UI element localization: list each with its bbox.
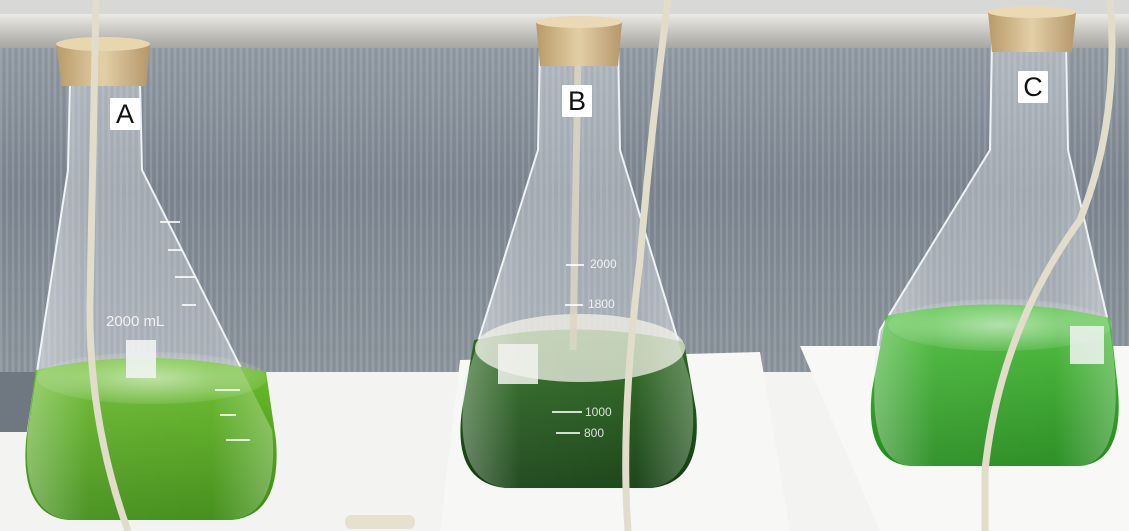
tube-stub [345, 515, 415, 529]
tubing-c [981, 0, 1116, 531]
flask-b-graduation-lines [552, 264, 584, 434]
flask-a-highlight [26, 80, 274, 520]
flask-a-label-patch [126, 340, 156, 378]
flask-b-graduation-1000: 1000 [585, 405, 612, 419]
flask-c-label-patch [1070, 326, 1104, 364]
flask-c-cork-top [988, 6, 1076, 18]
flask-b-capacity-marking: 2000 [590, 257, 617, 271]
flask-b-graduation-1800: 1800 [588, 297, 615, 311]
flask-b [460, 16, 697, 489]
flask-b-label: B [562, 85, 592, 117]
tubing-b [622, 0, 672, 531]
flask-a-graduations [160, 221, 250, 441]
flask-a-cork-top [56, 37, 150, 51]
flask-c-cork [988, 12, 1076, 52]
flask-b-cork-top [536, 16, 622, 28]
flask-c [870, 6, 1119, 467]
flask-c-label: C [1018, 71, 1048, 103]
flask-b-label-patch [498, 344, 538, 384]
tubing-a [86, 0, 132, 531]
flask-a-label: A [110, 98, 140, 130]
top-strip [0, 0, 1129, 14]
flask-c-highlight [874, 40, 1116, 466]
flask-a-capacity-marking: 2000 mL [106, 313, 165, 330]
flask-a-cork [56, 44, 150, 86]
flask-b-cork [536, 22, 622, 66]
flask-b-graduation-800: 800 [584, 426, 605, 440]
